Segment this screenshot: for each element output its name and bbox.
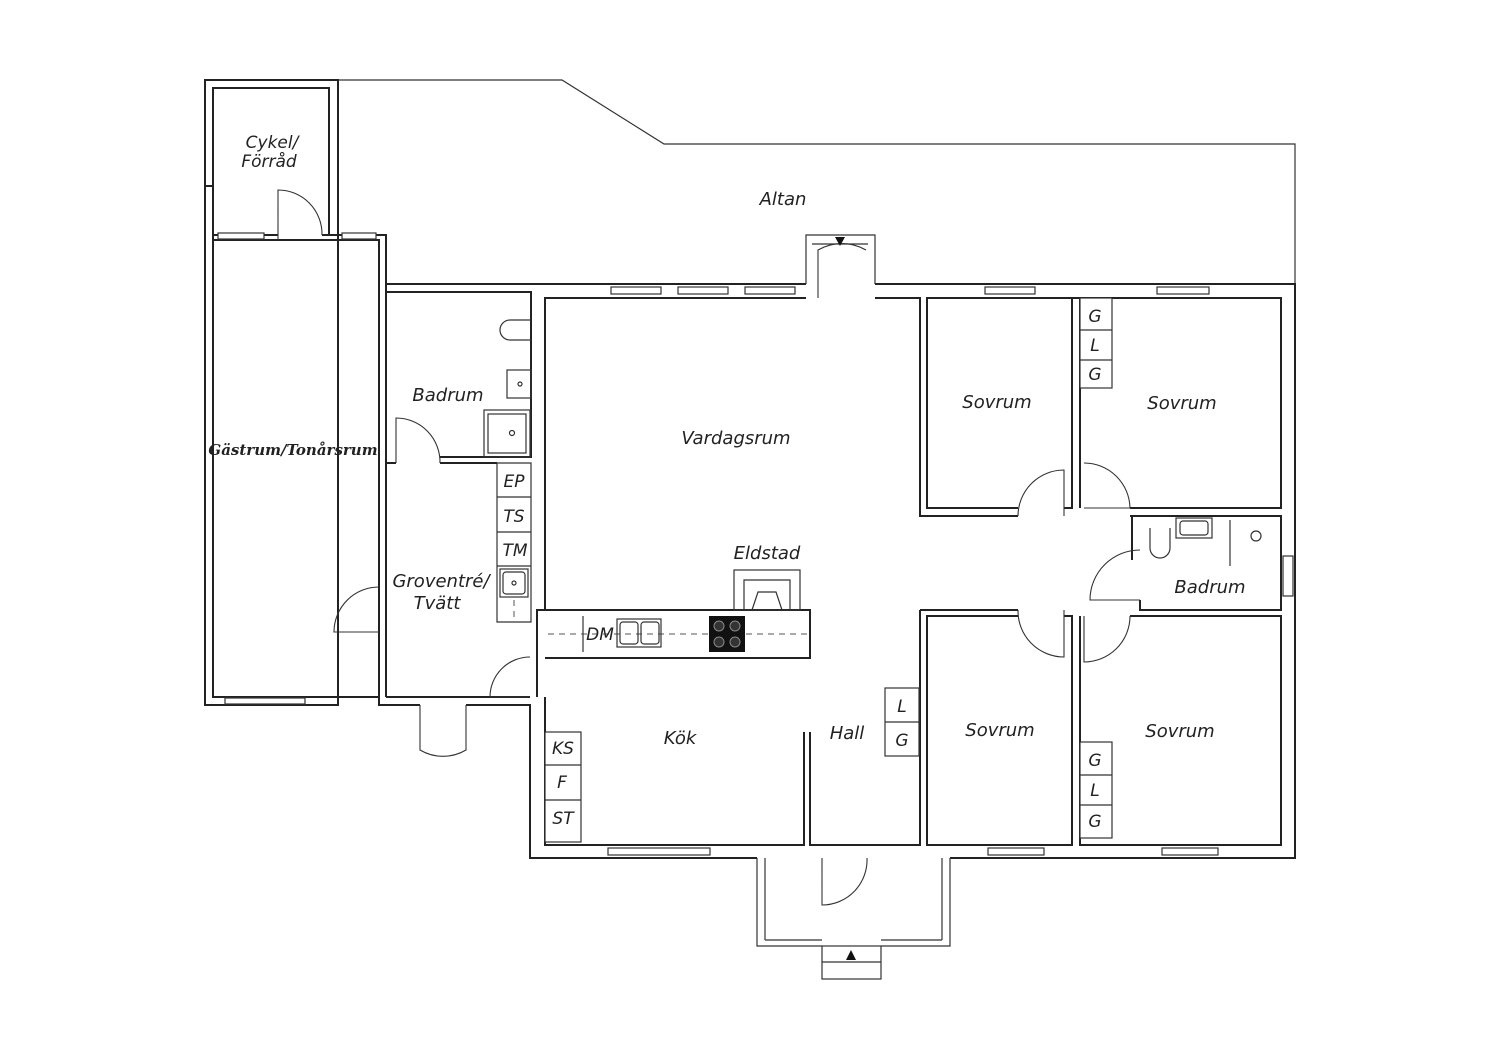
label-badrum-left: Badrum	[412, 385, 483, 406]
label-dm: DM	[586, 625, 614, 645]
toilet-icon	[499, 319, 531, 341]
label-wardrobe-br-0: G	[1088, 751, 1101, 771]
shower-head-icon	[1250, 530, 1262, 542]
label-hall: Hall	[830, 723, 865, 744]
sink-right-icon	[1175, 517, 1213, 539]
label-sovrum-1: Sovrum	[962, 392, 1031, 413]
label-eldstad: Eldstad	[734, 543, 801, 564]
label-vardagsrum: Vardagsrum	[681, 428, 790, 449]
fixture-labels: EP TS TM DM KS F ST G L G L G G L G	[502, 307, 1101, 832]
kitchen-sink-icon	[616, 618, 662, 648]
toilet-right-icon	[1149, 528, 1171, 559]
label-ts: TS	[503, 507, 524, 527]
label-wardrobe-tr-2: G	[1088, 365, 1101, 385]
label-wardrobe-tr-1: L	[1090, 336, 1099, 356]
label-wardrobe-br-2: G	[1088, 812, 1101, 832]
room-labels: Cykel/ Förråd Altan Gästrum/Tonårsrum Ba…	[208, 133, 1245, 749]
walls	[204, 79, 1296, 980]
fireplace-icon	[733, 569, 801, 611]
main-entry-arrow-icon	[846, 950, 856, 960]
label-wardrobe-tr-0: G	[1088, 307, 1101, 327]
label-sovrum-4: Sovrum	[1145, 721, 1214, 742]
label-kok: Kök	[664, 728, 698, 749]
label-hall-wardrobe-1: G	[895, 731, 908, 751]
label-altan: Altan	[759, 189, 807, 210]
label-wardrobe-br-1: L	[1090, 781, 1099, 801]
label-st: ST	[552, 809, 575, 829]
windows	[217, 232, 1294, 856]
utility-sink-icon	[499, 568, 529, 598]
label-ep: EP	[504, 472, 526, 492]
label-f: F	[557, 773, 567, 793]
altan-entry-arrow-icon	[835, 237, 845, 246]
label-sovrum-3: Sovrum	[965, 720, 1034, 741]
label-badrum-right: Badrum	[1174, 577, 1245, 598]
label-gastrum: Gästrum/Tonårsrum	[208, 441, 377, 459]
sink-icon	[506, 369, 532, 399]
label-ks: KS	[552, 739, 574, 759]
label-groventre-2: Tvätt	[414, 593, 462, 614]
label-cykel-2: Förråd	[241, 151, 297, 172]
label-tm: TM	[502, 541, 527, 561]
label-hall-wardrobe-0: L	[897, 697, 906, 717]
stove-icon	[709, 616, 745, 652]
fixtures	[483, 297, 1262, 843]
label-groventre-1: Groventré/	[392, 571, 491, 592]
label-cykel-1: Cykel/	[246, 133, 301, 153]
label-sovrum-2: Sovrum	[1147, 393, 1216, 414]
shower-icon	[483, 409, 531, 458]
